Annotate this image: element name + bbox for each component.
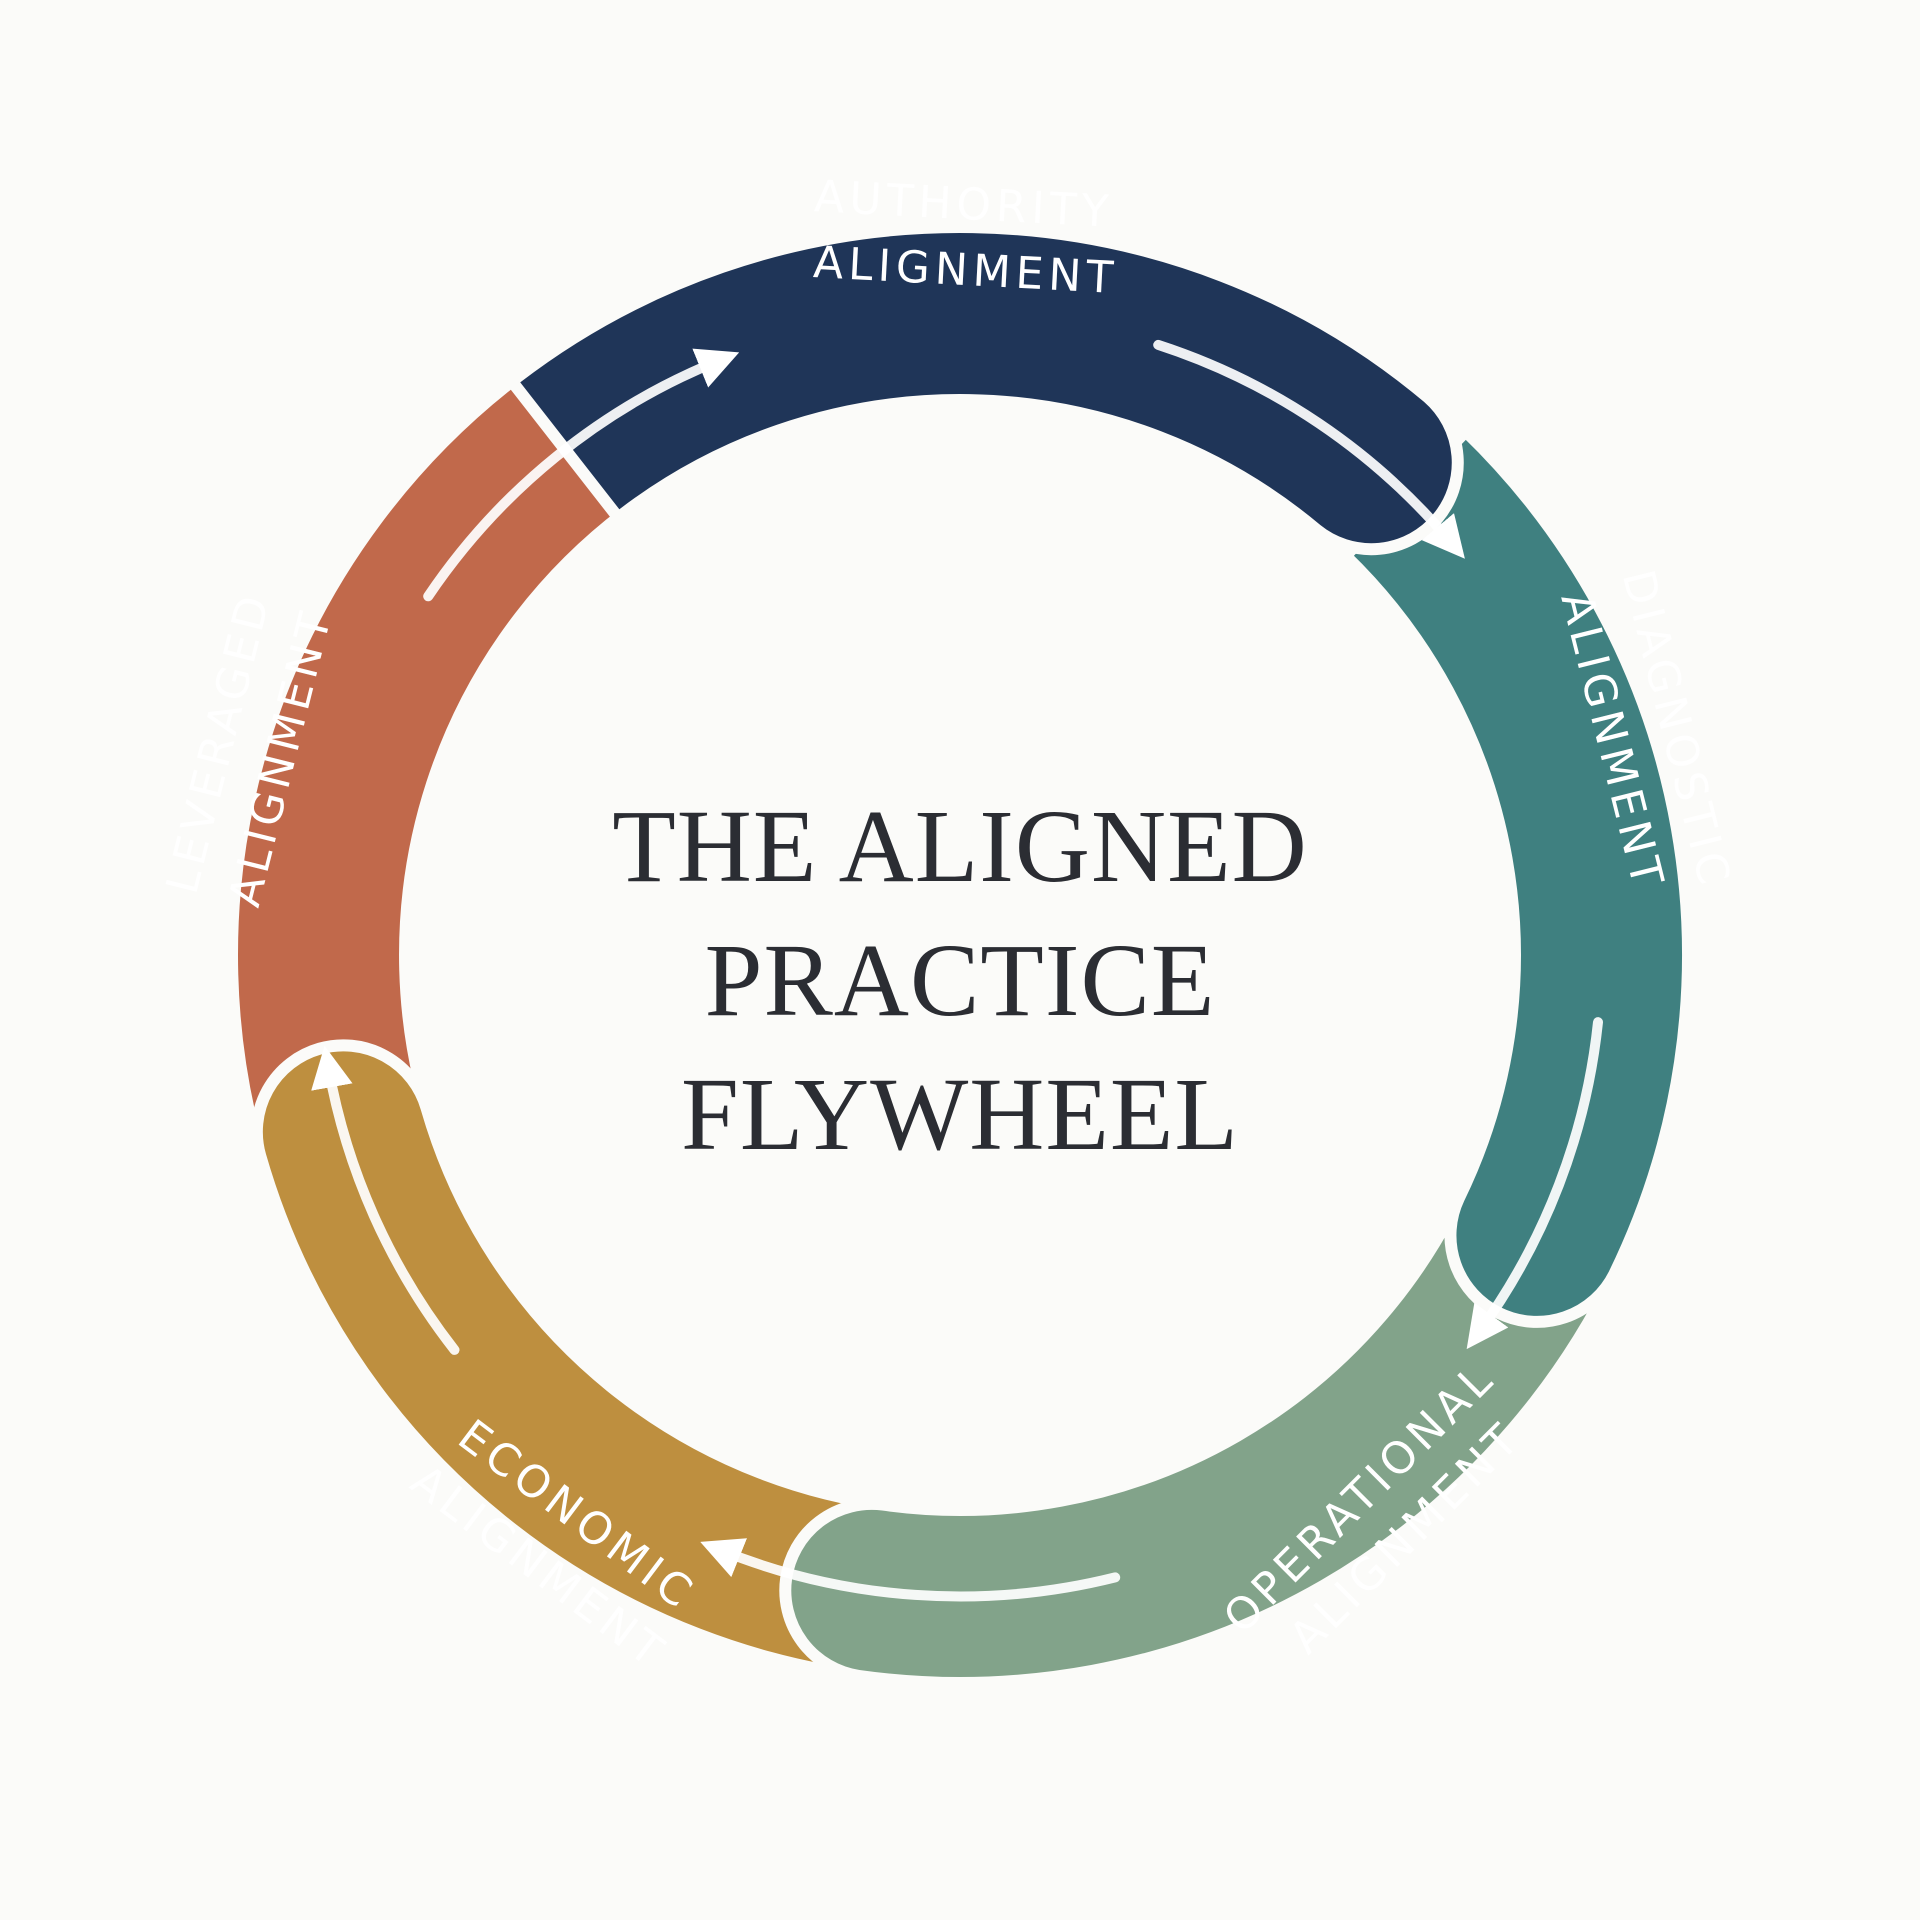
title-line-3: FLYWHEEL bbox=[681, 1057, 1239, 1172]
segment-diagnostic bbox=[1339, 425, 1694, 1328]
transition-arrow-1 bbox=[1153, 339, 1465, 559]
flywheel-title: THE ALIGNED PRACTICE FLYWHEEL bbox=[0, 780, 1920, 1182]
transition-arrow-3 bbox=[700, 1538, 1121, 1602]
title-line-1: THE ALIGNED bbox=[612, 789, 1308, 904]
segment-economic bbox=[250, 1039, 928, 1688]
segment-authority bbox=[505, 220, 1464, 556]
transition-arrow-2 bbox=[1466, 1017, 1603, 1350]
title-line-2: PRACTICE bbox=[704, 923, 1216, 1038]
authority-line1: AUTHORITY bbox=[813, 171, 1114, 238]
transition-arrow-5 bbox=[423, 348, 740, 602]
transition-arrow-4 bbox=[311, 1045, 460, 1355]
segment-operational bbox=[779, 1156, 1641, 1689]
